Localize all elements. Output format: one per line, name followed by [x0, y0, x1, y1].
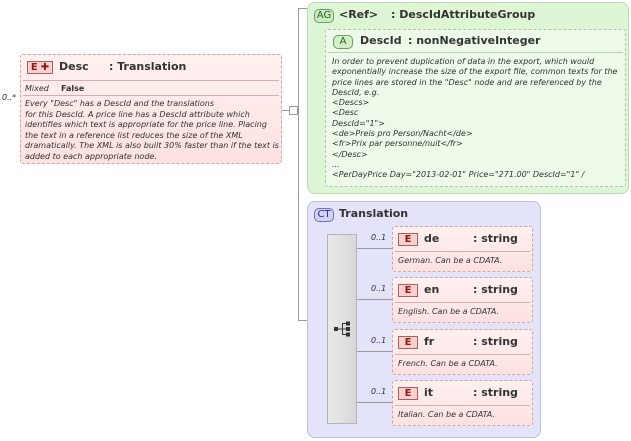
connector-to-ag	[298, 8, 308, 9]
connector-trunk	[298, 8, 299, 320]
desc-name: Desc	[59, 60, 89, 73]
element-name: it	[424, 386, 434, 399]
attribute-group-badge: AG	[314, 9, 334, 23]
mixed-value: False	[61, 84, 85, 93]
element-badge: E	[398, 233, 418, 246]
divider	[395, 354, 530, 355]
attribute-group-name: : DescIdAttributeGroup	[391, 8, 536, 21]
attribute-badge: A	[333, 35, 353, 49]
child-multiplicity: 0..1	[371, 387, 387, 396]
element-documentation: Italian. Can be a CDATA.	[398, 410, 495, 419]
element-name: de	[424, 232, 440, 245]
desc-element[interactable]: E✚ Desc : Translation Mixed False Every …	[20, 54, 282, 164]
complex-type-badge: CT	[314, 208, 334, 222]
element-de[interactable]: E de : string German. Can be a CDATA.	[392, 226, 533, 272]
attribute-name: DescId	[360, 34, 402, 47]
connector-child	[357, 248, 393, 249]
connector-child	[357, 351, 393, 352]
child-multiplicity: 0..1	[371, 233, 387, 242]
complex-type-card[interactable]: CT Translation 0..1 E de : string German…	[307, 201, 541, 438]
attribute-documentation: In order to prevent duplication of data …	[332, 57, 618, 180]
divider	[395, 251, 530, 252]
divider	[395, 302, 530, 303]
plus-icon[interactable]: ✚	[40, 62, 50, 73]
element-type: : string	[473, 386, 518, 399]
attribute-group-card[interactable]: AG <Ref> : DescIdAttributeGroup A DescId…	[307, 2, 629, 194]
child-multiplicity: 0..1	[371, 284, 387, 293]
element-type: : string	[473, 232, 518, 245]
element-badge: E	[398, 336, 418, 349]
element-type: : string	[473, 335, 518, 348]
element-documentation: English. Can be a CDATA.	[398, 307, 500, 316]
complex-type-name: Translation	[339, 207, 409, 220]
element-name: fr	[424, 335, 435, 348]
ref-label: <Ref>	[339, 8, 379, 21]
element-fr[interactable]: E fr : string French. Can be a CDATA.	[392, 329, 533, 375]
element-type: : string	[473, 283, 518, 296]
element-en[interactable]: E en : string English. Can be a CDATA.	[392, 277, 533, 323]
desc-type: : Translation	[109, 60, 187, 73]
element-documentation: German. Can be a CDATA.	[398, 256, 503, 265]
attribute-type: : nonNegativeInteger	[408, 34, 541, 47]
desc-multiplicity: 0..*	[2, 93, 17, 102]
desc-documentation: Every "Desc" has a DescId and the transl…	[25, 99, 279, 161]
divider	[23, 95, 279, 96]
connector-to-ct	[298, 320, 307, 321]
element-badge: E✚	[27, 61, 53, 74]
divider	[23, 80, 279, 81]
connector-child	[357, 402, 393, 403]
connector-desc-out	[281, 110, 290, 111]
element-badge: E	[398, 284, 418, 297]
element-badge: E	[398, 387, 418, 400]
connector-child	[357, 299, 393, 300]
element-name: en	[424, 283, 440, 296]
mixed-label: Mixed	[25, 84, 49, 93]
sequence-compositor[interactable]	[327, 234, 357, 424]
sequence-icon	[334, 321, 350, 337]
group-connector-box	[289, 106, 298, 115]
child-multiplicity: 0..1	[371, 336, 387, 345]
attribute-descid[interactable]: A DescId : nonNegativeInteger In order t…	[325, 29, 626, 187]
divider	[328, 52, 623, 53]
element-documentation: French. Can be a CDATA.	[398, 359, 498, 368]
divider	[395, 405, 530, 406]
element-it[interactable]: E it : string Italian. Can be a CDATA.	[392, 380, 533, 426]
